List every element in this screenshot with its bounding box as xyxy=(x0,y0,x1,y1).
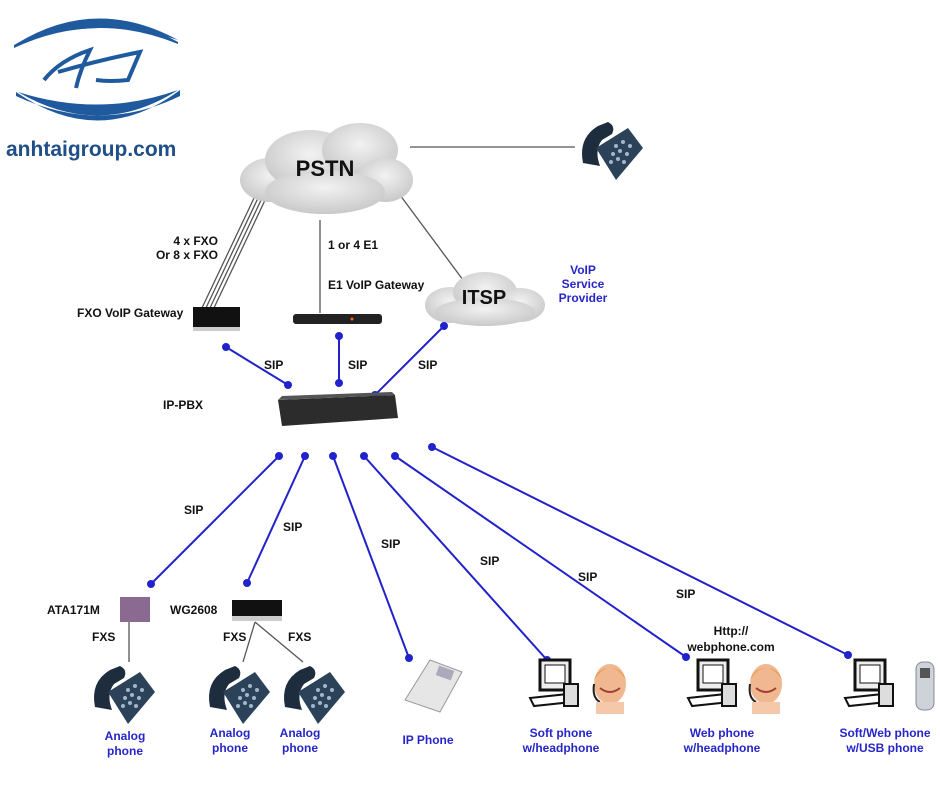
label-line: Soft/Web phone xyxy=(839,726,931,740)
pstn-phone-icon xyxy=(582,122,643,180)
label-line: phone xyxy=(281,741,318,755)
label-line: Soft phone xyxy=(529,726,593,740)
logo-site-text: anhtaigroup.com xyxy=(6,138,177,161)
sip-label: SIP xyxy=(283,520,303,534)
label-line: w/USB phone xyxy=(846,741,924,755)
ata-device xyxy=(120,597,150,622)
url-line: Http:// xyxy=(713,624,749,638)
caption-line: Provider xyxy=(558,291,608,305)
label-line: phone xyxy=(106,744,143,758)
itsp-cloud xyxy=(425,272,545,326)
sip-label: SIP xyxy=(381,537,401,551)
e1-gateway-label: E1 VoIP Gateway xyxy=(328,278,425,292)
label-line: Analog xyxy=(279,726,321,740)
fxo-gateway-device xyxy=(193,307,240,331)
caption-line: VoIP xyxy=(570,263,596,277)
sip-label: SIP xyxy=(480,554,500,568)
fxs-label: FXS xyxy=(288,630,312,644)
pstn-label: PSTN xyxy=(295,156,355,181)
sip-label: SIP xyxy=(348,358,368,372)
caption-line: Service xyxy=(561,277,605,291)
url-line: webphone.com xyxy=(687,640,775,654)
sip-label: SIP xyxy=(418,358,438,372)
computer-icon xyxy=(843,658,895,708)
headset-user-icon xyxy=(748,663,783,715)
e1-gateway-device xyxy=(293,314,382,324)
computer-icon xyxy=(528,658,580,708)
label-line: w/headphone xyxy=(683,741,761,755)
label-line: Or 8 x FXO xyxy=(155,248,218,262)
computer-icon xyxy=(686,658,738,708)
sip-label: SIP xyxy=(264,358,284,372)
usb-phone-icon xyxy=(915,661,935,711)
fxo-gateway-label: FXO VoIP Gateway xyxy=(77,306,184,320)
analog-phone-icon xyxy=(209,666,270,724)
label-line: IP Phone xyxy=(402,733,454,747)
label-line: Web phone xyxy=(689,726,755,740)
fxs-label: FXS xyxy=(92,630,116,644)
label-line: w/headphone xyxy=(522,741,600,755)
ip-phone-icon xyxy=(404,659,463,713)
ata-label: ATA171M xyxy=(47,603,100,617)
pstn-links xyxy=(128,146,575,663)
wg-label: WG2608 xyxy=(170,603,218,617)
itsp-label: ITSP xyxy=(461,287,507,309)
ip-pbx-label: IP-PBX xyxy=(163,398,204,412)
wg2608-device xyxy=(232,600,282,621)
webphone-url: Http:// webphone.com xyxy=(687,623,774,655)
sip-links xyxy=(147,322,852,664)
e1-count-label: 1 or 4 E1 xyxy=(328,238,379,252)
ip-pbx-device xyxy=(278,392,398,426)
endpoint-label: IP Phone xyxy=(402,733,453,747)
company-logo xyxy=(14,18,180,121)
label-line: Analog xyxy=(209,726,251,740)
analog-phone-icon xyxy=(284,666,345,724)
analog-phone-icon xyxy=(94,666,155,724)
sip-label: SIP xyxy=(578,570,598,584)
fxo-count-label: 4 x FXO Or 8 x FXO xyxy=(152,234,218,262)
label-line: 4 x FXO xyxy=(173,234,218,248)
headset-user-icon xyxy=(592,663,627,715)
label-line: Analog xyxy=(104,729,146,743)
sip-label: SIP xyxy=(184,503,204,517)
fxs-label: FXS xyxy=(223,630,247,644)
label-line: phone xyxy=(211,741,248,755)
sip-label: SIP xyxy=(676,587,696,601)
pstn-cloud xyxy=(240,123,413,214)
itsp-caption: VoIP Service Provider xyxy=(559,263,608,305)
